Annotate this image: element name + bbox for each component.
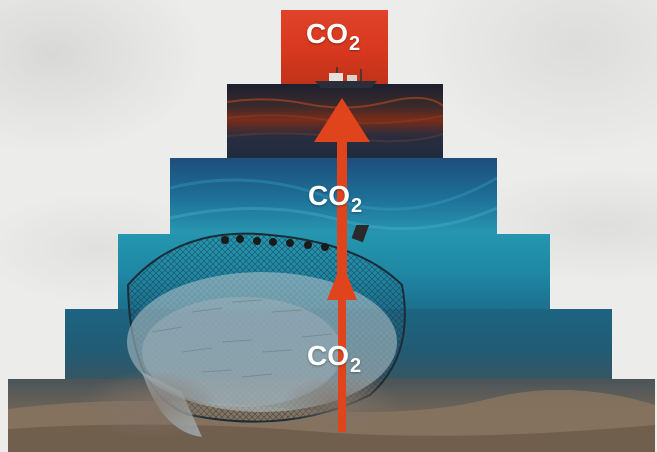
sediment-plume-left: [80, 370, 220, 440]
fishing-boat-icon: [315, 67, 377, 88]
co2-label-middle: CO2: [308, 180, 363, 217]
co2-label-top: CO2: [306, 18, 361, 55]
tier-surface-red: [281, 10, 388, 84]
tier-open-ocean: [170, 158, 497, 238]
co2-label-bottom: CO2: [307, 340, 362, 377]
